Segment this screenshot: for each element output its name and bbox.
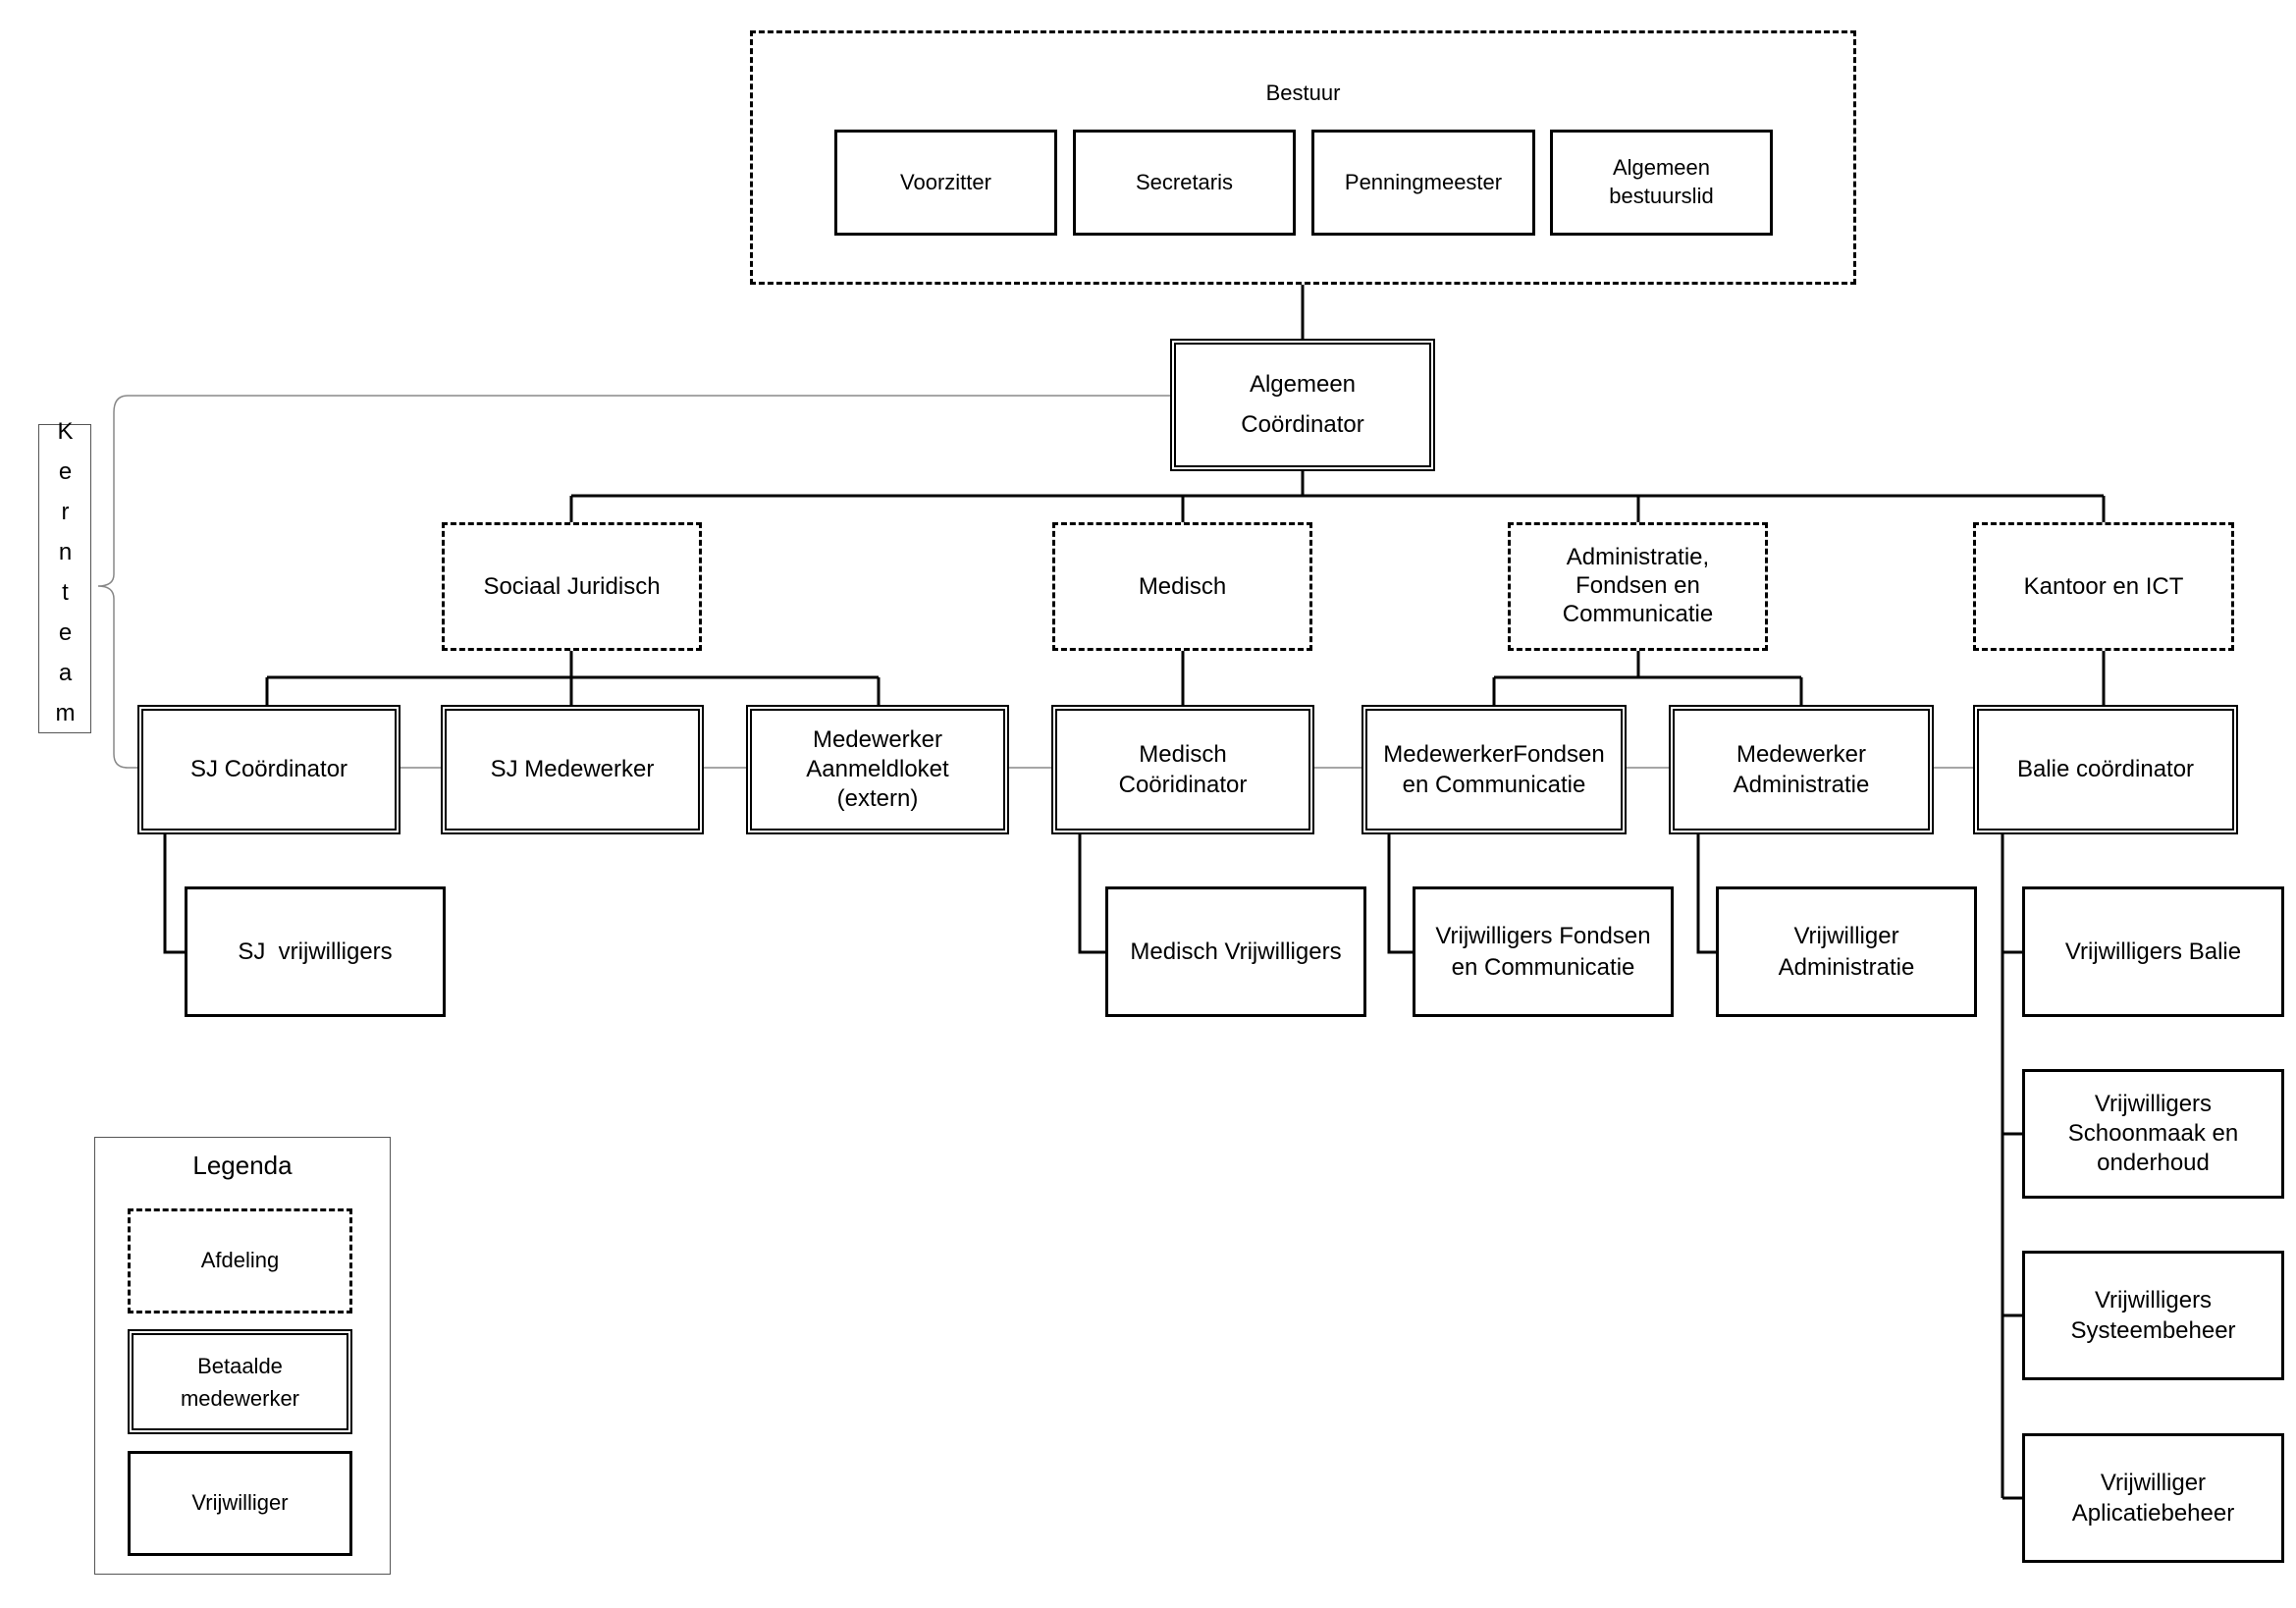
volunteer-aplicatiebeheer: Vrijwilliger Aplicatiebeheer (2022, 1433, 2284, 1563)
staff-sj-coordinator: SJ Coördinator (137, 705, 400, 834)
staff-sj-medewerker: SJ Medewerker (441, 705, 704, 834)
volunteers-fondsen: Vrijwilligers Fondsen en Communicatie (1413, 886, 1674, 1017)
board-title: Bestuur (1265, 80, 1341, 105)
department-medisch: Medisch (1052, 522, 1312, 651)
volunteer-administratie: Vrijwilliger Administratie (1716, 886, 1977, 1017)
board-group (750, 30, 1856, 285)
staff-balie-coordinator: Balie coördinator (1973, 705, 2238, 834)
connector-medisch-volunteers (1078, 834, 1106, 954)
legend-title: Legenda (192, 1151, 293, 1180)
volunteers-balie: Vrijwilligers Balie (2022, 886, 2284, 1017)
volunteers-schoonmaak: Vrijwilligers Schoonmaak en onderhoud (2022, 1069, 2284, 1199)
kernteam-bracket (97, 395, 1174, 769)
connector-sj-volunteers (163, 834, 187, 954)
volunteers-medisch: Medisch Vrijwilligers (1105, 886, 1366, 1017)
board-member-voorzitter: Voorzitter (834, 130, 1057, 236)
connector-fondsen-volunteers (1387, 834, 1414, 954)
board-member-penningmeester: Penningmeester (1311, 130, 1535, 236)
legend-afdeling: Afdeling (128, 1208, 352, 1313)
legend-vrijwilliger: Vrijwilliger (128, 1451, 352, 1556)
legend-betaalde-medewerker: Betaalde medewerker (128, 1329, 352, 1434)
volunteers-sj: SJ vrijwilligers (185, 886, 446, 1017)
board-member-algemeen-bestuurslid: Algemeen bestuurslid (1550, 130, 1773, 236)
board-member-secretaris: Secretaris (1073, 130, 1296, 236)
department-kantoor-ict: Kantoor en ICT (1973, 522, 2234, 651)
connector-admin-volunteers (1696, 834, 1718, 954)
legend (94, 1137, 391, 1575)
staff-medewerker-fondsen: MedewerkerFondsen en Communicatie (1362, 705, 1627, 834)
volunteers-systeembeheer: Vrijwilligers Systeembeheer (2022, 1251, 2284, 1380)
staff-medewerker-aanmeldloket: Medewerker Aanmeldloket (extern) (746, 705, 1009, 834)
department-administratie: Administratie, Fondsen en Communicatie (1508, 522, 1768, 651)
staff-medewerker-administratie: Medewerker Administratie (1669, 705, 1934, 834)
department-sociaal-juridisch: Sociaal Juridisch (442, 522, 702, 651)
kernteam-label: Kernteam (38, 418, 91, 740)
algemeen-coordinator: Algemeen Coördinator (1170, 339, 1435, 471)
staff-medisch-coordinator: Medisch Coöridinator (1051, 705, 1314, 834)
